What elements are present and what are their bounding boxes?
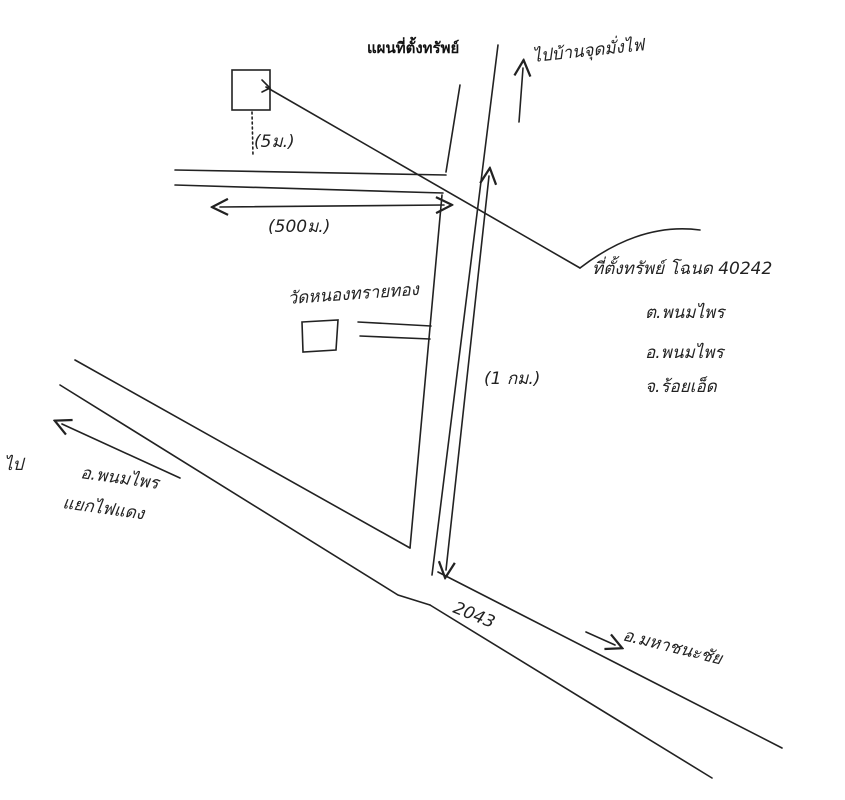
label-subdistrict: ต.พนมไพร: [645, 302, 726, 323]
main-road-2043: [59, 359, 783, 779]
property-marker-arrow: [261, 79, 272, 93]
map-title: แผนที่ตั้งทรัพย์: [367, 36, 459, 57]
label-500m: (500ม.): [268, 217, 330, 237]
east-arrow-icon: [585, 631, 615, 645]
property-pointer-line: [265, 86, 581, 269]
label-to-west-line1: อ.พนมไพร: [79, 462, 162, 494]
temple-road-top: [357, 321, 432, 327]
north-arrow-icon: [519, 68, 523, 123]
setback-line: [251, 111, 254, 157]
temple-marker: [301, 319, 339, 353]
label-to-east: อ.มหาชนะชัย: [621, 625, 725, 669]
side-road: [174, 169, 447, 194]
label-to-north: ไปบ้านจุดมั่งไฟ: [531, 32, 647, 67]
property-leader-curve: [579, 228, 701, 269]
label-1km: (1 กม.): [484, 369, 540, 389]
label-5m: (5ม.): [254, 132, 295, 152]
temple-road-bottom: [359, 335, 431, 340]
label-province: จ.ร้อยเอ็ด: [645, 376, 718, 397]
dimension-500m: [220, 205, 444, 207]
label-to-west-line2: แยกไฟแดง: [61, 492, 147, 524]
label-to-west-prefix: ไป: [4, 454, 26, 475]
label-property: ที่ตั้งทรัพย์ โฉนด 40242: [592, 255, 772, 279]
label-temple: วัดหนองทรายทอง: [287, 280, 421, 309]
dimension-1km: [446, 176, 489, 570]
label-road-number: 2043: [450, 598, 498, 633]
label-district: อ.พนมไพร: [645, 342, 725, 363]
west-arrow-icon: [62, 424, 181, 479]
